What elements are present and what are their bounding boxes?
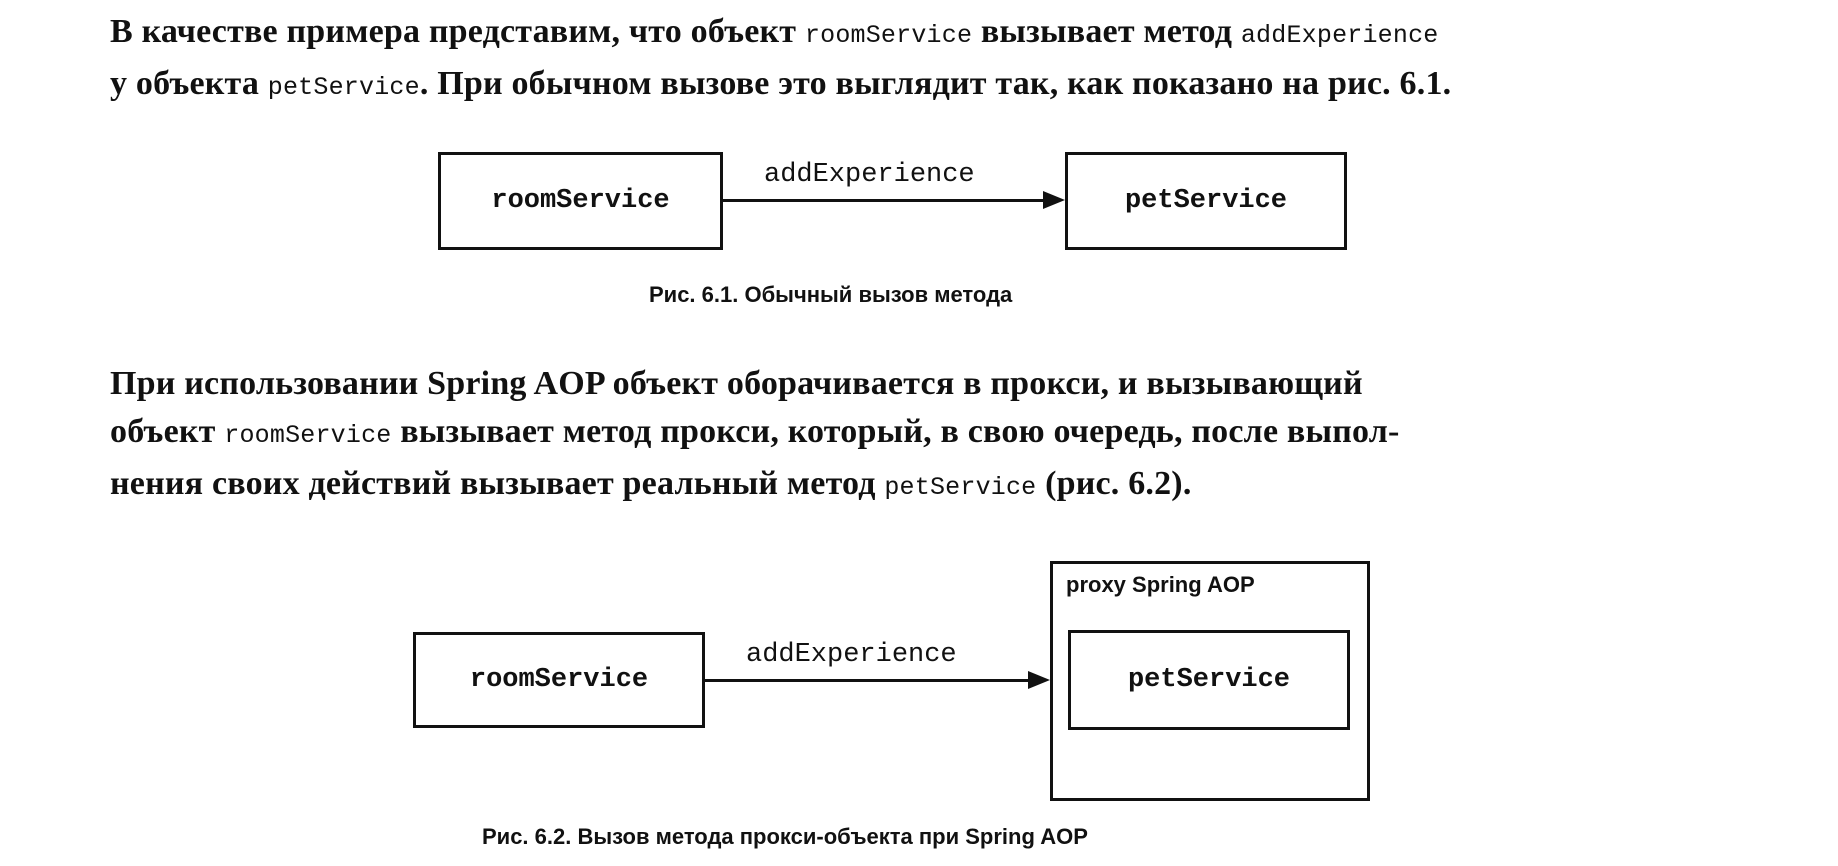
text-span: у объекта xyxy=(110,65,268,102)
text-span: . При обычном вызове это выглядит так, к… xyxy=(419,65,1452,102)
arrow-line xyxy=(723,199,1045,202)
paragraph-1-line-1: В качестве примера представим, что объек… xyxy=(110,8,1810,60)
text-span: объект xyxy=(110,413,225,450)
text-span: В качестве примера представим, что объек… xyxy=(110,13,805,50)
text-span: вызывает метод прокси, который, в свою о… xyxy=(391,413,1400,450)
figure-caption: Рис. 6.1. Обычный вызов метода xyxy=(649,282,1013,307)
pet-service-box: petService xyxy=(1065,152,1347,250)
text-span: вызывает метод xyxy=(972,13,1241,50)
code-span: petService xyxy=(267,73,420,102)
paragraph-1-line-2: у объекта petService. При обычном вызове… xyxy=(110,60,1810,112)
paragraph-2-line-3: нения своих действий вызывает реальный м… xyxy=(110,460,1810,512)
code-span: petService xyxy=(884,473,1037,502)
room-service-box: roomService xyxy=(438,152,723,250)
arrow-head-icon xyxy=(1043,191,1065,209)
text-span: (рис. 6.2). xyxy=(1036,465,1192,502)
room-service-box: roomService xyxy=(413,632,705,728)
arrow-line xyxy=(705,679,1035,682)
paragraph-2-line-2: объект roomService вызывает метод прокси… xyxy=(110,408,1810,460)
arrow-head-icon xyxy=(1028,671,1050,689)
paragraph-2-line-1: При использовании Spring AOP объект обор… xyxy=(110,360,1810,408)
proxy-label: proxy Spring AOP xyxy=(1066,572,1255,597)
code-span: roomService xyxy=(804,21,973,50)
text-span: При использовании Spring AOP объект обор… xyxy=(110,365,1363,402)
code-span: addExperience xyxy=(1240,21,1439,50)
pet-service-box: petService xyxy=(1068,630,1350,730)
text-span: нения своих действий вызывает реальный м… xyxy=(110,465,885,502)
paragraph-2: При использовании Spring AOP объект обор… xyxy=(110,360,1810,512)
figure-caption: Рис. 6.2. Вызов метода прокси-объекта пр… xyxy=(482,824,1088,849)
arrow-label: addExperience xyxy=(764,160,975,190)
code-span: roomService xyxy=(224,421,392,450)
arrow-label: addExperience xyxy=(746,640,957,670)
paragraph-1: В качестве примера представим, что объек… xyxy=(110,8,1810,112)
